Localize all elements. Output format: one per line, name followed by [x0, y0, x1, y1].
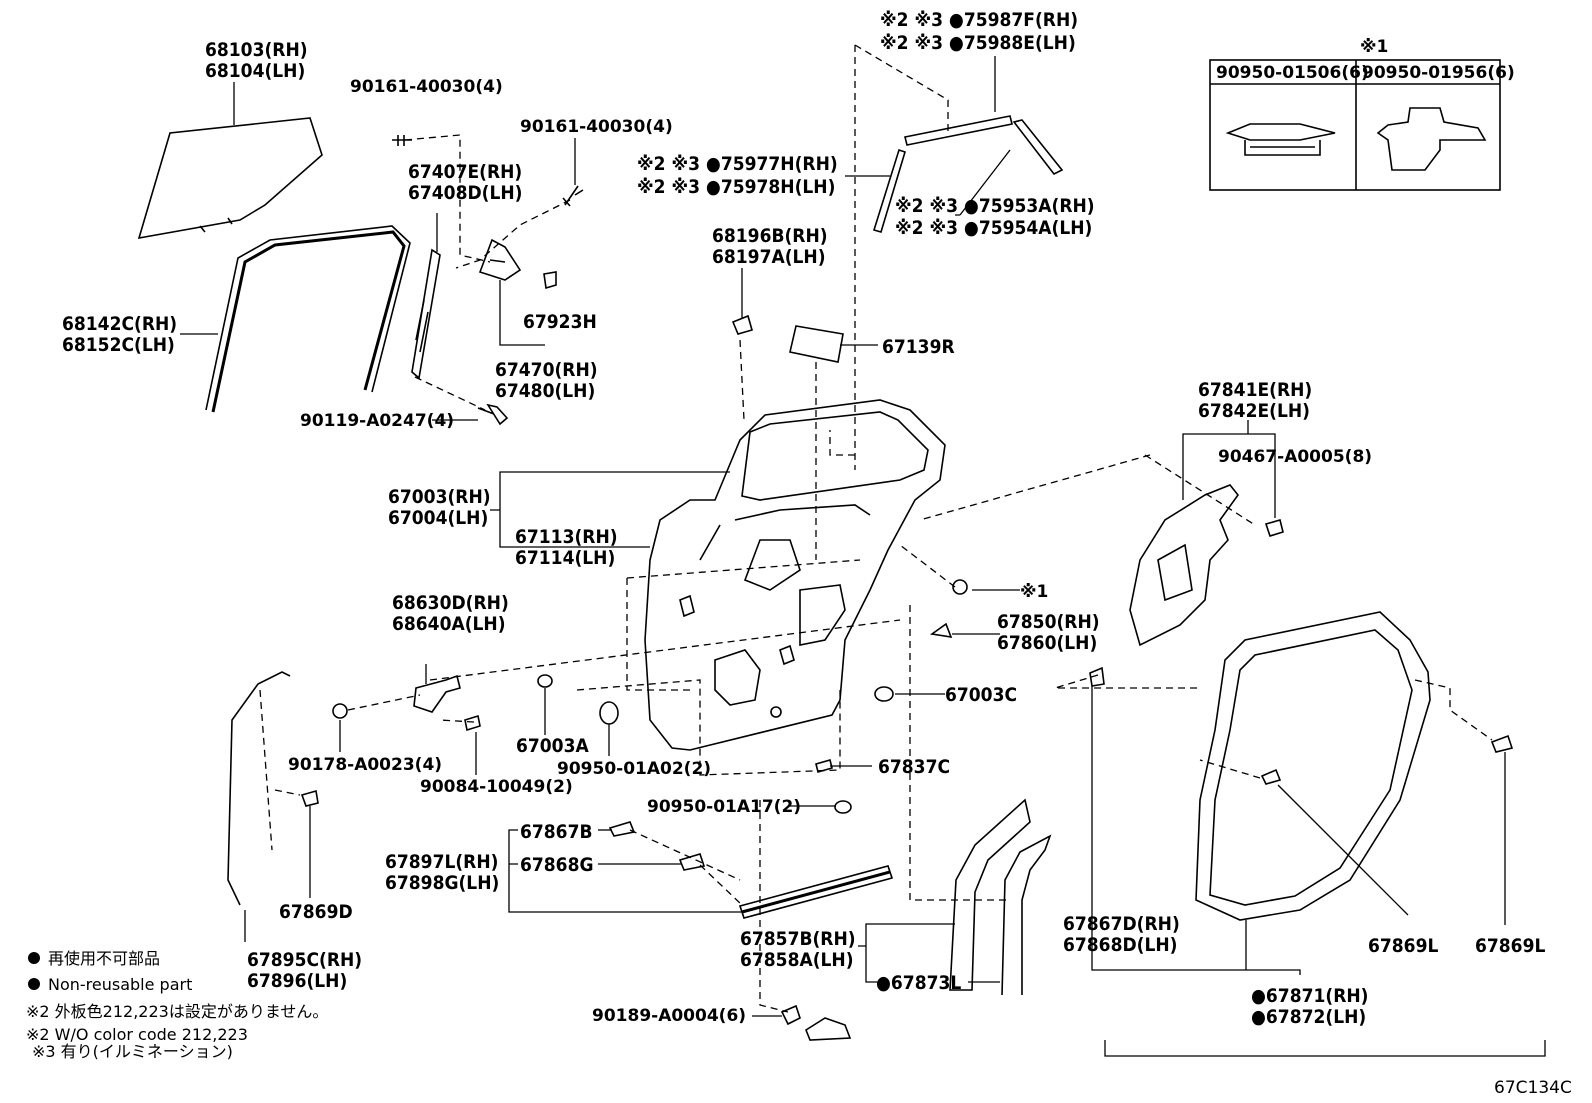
leader-lines: [180, 56, 1546, 1057]
legend-nonreusable-en: Non-reusable part: [48, 975, 192, 994]
clip-67867B[interactable]: [608, 821, 636, 837]
callout-75953: ※2 ※3 ●75953A(RH)※2 ※3 ●75954A(LH): [895, 195, 1095, 239]
callouts: 68103(RH)68104(LH) 90161-40030(4) 90161-…: [62, 9, 1545, 1028]
callout-67869L-a: 67869L: [1368, 935, 1438, 957]
weatherstrip-67871[interactable]: [1195, 611, 1431, 921]
callout-90161-right: 90161-40030(4): [520, 117, 673, 137]
legend-note3: ※3 有り(イルミネーション): [32, 1042, 233, 1061]
assembly-dashed-lines: [274, 44, 1493, 1013]
callout-67841: 67841E(RH)67842E(LH): [1198, 379, 1312, 422]
plug-90950-01A02[interactable]: [599, 701, 619, 725]
callout-67897: 67897L(RH)67898G(LH): [385, 851, 499, 894]
callout-67003C: 67003C: [945, 684, 1017, 706]
legend-note2-en: ※2 W/O color code 212,223: [26, 1025, 248, 1044]
clip-67869D[interactable]: [300, 789, 319, 807]
callout-90161-left: 90161-40030(4): [350, 77, 503, 97]
service-cover-part[interactable]: [1129, 484, 1240, 647]
clip-67837[interactable]: [815, 759, 833, 773]
plug-x1[interactable]: [952, 579, 968, 595]
clip-67868G[interactable]: [678, 853, 706, 871]
callout-67837: 67837C: [878, 756, 950, 778]
callout-67003A: 67003A: [516, 735, 589, 757]
clip-67869L-b[interactable]: [1490, 734, 1514, 753]
callout-90950-01A17: 90950-01A17(2): [647, 797, 801, 817]
plug-67850[interactable]: [929, 622, 953, 639]
callout-67003: 67003(RH)67004(LH): [388, 486, 491, 529]
legend-note2-jp: ※2 外板色212,223は設定がありません。: [26, 1002, 328, 1021]
lower-moulding-part[interactable]: [738, 865, 894, 919]
plug-67003A[interactable]: [537, 674, 553, 688]
bolt-90119[interactable]: [477, 403, 509, 426]
callout-67869L-b: 67869L: [1475, 935, 1545, 957]
trim-67857-part[interactable]: [949, 798, 1052, 996]
door-glass-part[interactable]: [137, 117, 323, 240]
callout-75977: ※2 ※3 ●75977H(RH)※2 ※3 ●75978H(LH): [637, 153, 838, 198]
door-panel-part[interactable]: [644, 399, 946, 751]
callout-67923: 67923H: [523, 311, 597, 333]
callout-68630: 68630D(RH)68640A(LH): [392, 592, 509, 635]
plug-67003C[interactable]: [874, 686, 894, 702]
callout-67470: 67470(RH)67480(LH): [495, 359, 598, 402]
legend: 再使用不可部品 Non-reusable part ※2 外板色212,223は…: [26, 949, 328, 1061]
callout-90178: 90178-A0023(4): [288, 755, 442, 775]
clip-90467[interactable]: [1264, 519, 1284, 537]
clip-67869L-a[interactable]: [1260, 768, 1282, 785]
division-bar-part[interactable]: [411, 248, 441, 380]
nut-90178[interactable]: [332, 703, 348, 719]
weatherstrip-67895[interactable]: [227, 671, 291, 906]
callout-90950-01A02: 90950-01A02(2): [557, 759, 711, 779]
ref-col-1: 90950-01506(6): [1216, 63, 1369, 83]
callout-90467: 90467-A0005(8): [1218, 447, 1372, 467]
door-check-part[interactable]: [413, 674, 461, 713]
callout-67867D: 67867D(RH)67868D(LH): [1063, 913, 1180, 956]
bullet-icon: [28, 952, 40, 964]
bolt-90084[interactable]: [464, 714, 481, 732]
clip-67867D[interactable]: [1089, 666, 1105, 687]
callout-90189: 90189-A0004(6): [592, 1006, 746, 1026]
screw-90161-right[interactable]: [562, 185, 584, 207]
callout-90119: 90119-A0247(4): [300, 411, 454, 431]
callout-67871: ●67871(RH)●67872(LH): [1251, 985, 1368, 1028]
bullet-icon: [28, 978, 40, 990]
callout-67867B: 67867B: [520, 821, 593, 843]
callout-68196: 68196B(RH)68197A(LH): [712, 225, 828, 268]
plug-90950-01956-icon: [1376, 107, 1487, 171]
callout-67868G: 67868G: [520, 854, 594, 876]
callout-67407: 67407E(RH)67408D(LH): [408, 161, 522, 204]
screw-90161-left[interactable]: [392, 135, 412, 146]
ref-table-note: ※1: [1360, 37, 1388, 57]
callout-x1: ※1: [1020, 582, 1048, 602]
legend-nonreusable-jp: 再使用不可部品: [48, 949, 160, 968]
callout-90084: 90084-10049(2): [420, 777, 573, 797]
plug-90950-01A17[interactable]: [834, 800, 852, 814]
label-67139[interactable]: [789, 325, 844, 363]
callout-67139: 67139R: [882, 336, 955, 358]
clip-68196[interactable]: [731, 314, 753, 335]
ref-col-2: 90950-01956(6): [1362, 63, 1515, 83]
reference-table: ※1 90950-01506(6) 90950-01956(6): [1209, 37, 1515, 191]
callout-75987: ※2 ※3 ●75987F(RH)※2 ※3 ●75988E(LH): [880, 9, 1078, 54]
callout-68142: 68142C(RH)68152C(LH): [62, 313, 177, 356]
clip-90189[interactable]: [780, 1004, 852, 1041]
plug-90950-01506-icon: [1225, 123, 1336, 156]
glass-run-part[interactable]: [205, 225, 411, 413]
callout-67873: ●67873L: [876, 972, 961, 994]
callout-67869D: 67869D: [279, 901, 353, 923]
corner-bracket-part[interactable]: [478, 238, 557, 290]
upper-moulding-part[interactable]: [872, 115, 1064, 233]
callout-67895: 67895C(RH)67896(LH): [247, 949, 362, 992]
callout-67113: 67113(RH)67114(LH): [515, 526, 618, 569]
callout-67857: 67857B(RH)67858A(LH): [740, 928, 856, 971]
callout-67850: 67850(RH)67860(LH): [997, 611, 1100, 654]
callout-68103: 68103(RH)68104(LH): [205, 39, 308, 82]
figure-code: 67C134C: [1494, 1078, 1572, 1098]
